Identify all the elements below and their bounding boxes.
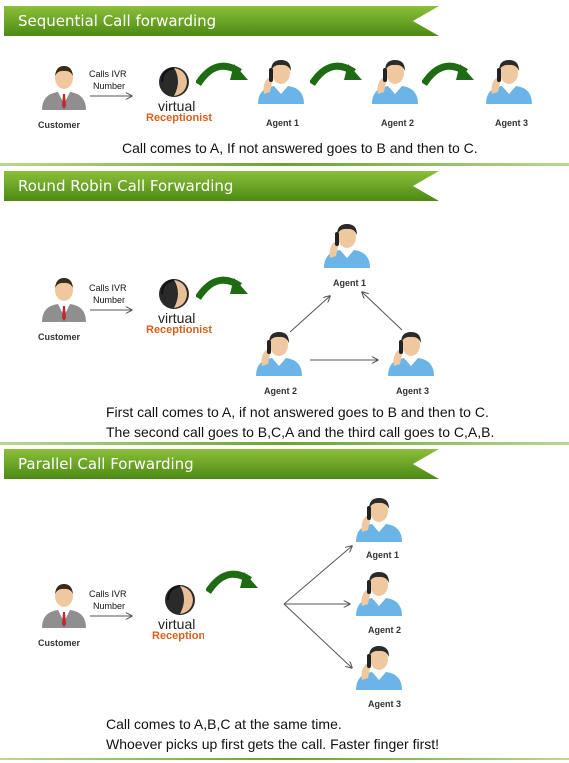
section-caption: Call comes to A, If not answered goes to… — [122, 138, 478, 158]
virtual-label: virtual — [158, 310, 196, 326]
green-arrow-icon — [196, 272, 250, 306]
customer-label: Customer — [38, 120, 81, 130]
agent-icon — [356, 646, 402, 690]
section-caption: First call comes to A, if not answered g… — [106, 402, 494, 442]
caption-line: Call comes to A,B,C at the same time. — [106, 716, 342, 732]
green-arrow-icon — [310, 58, 364, 92]
receptionist-label: Receptionist — [146, 112, 213, 124]
agent-icon — [372, 60, 418, 104]
section-banner-parallel: Parallel Call Forwarding — [4, 449, 439, 479]
agent-icon — [388, 332, 434, 376]
receptionist-icon — [164, 584, 196, 616]
calls-ivr-label: Calls IVR — [89, 589, 127, 599]
agent-3-label: Agent 3 — [368, 699, 402, 709]
green-arrow-icon — [422, 58, 476, 92]
caption-line: Call comes to A, If not answered goes to… — [122, 140, 478, 156]
customer-icon — [42, 278, 86, 322]
section-caption: Call comes to A,B,C at the same time. Wh… — [106, 714, 439, 754]
caption-line: The second call goes to B,C,A and the th… — [106, 424, 495, 440]
green-arrow-icon — [196, 58, 250, 92]
agent-icon — [256, 332, 302, 376]
section-divider — [0, 163, 569, 166]
virtual-label: virtual — [158, 616, 196, 632]
customer-icon — [42, 584, 86, 628]
customer-label: Customer — [38, 332, 81, 342]
receptionist-label: Receptionist — [152, 630, 204, 642]
caption-line: Whoever picks up first gets the call. Fa… — [106, 736, 440, 752]
number-label: Number — [93, 295, 126, 305]
agent-2-label: Agent 2 — [264, 386, 298, 396]
agent-icon — [356, 572, 402, 616]
agent-icon — [486, 60, 532, 104]
calls-ivr-label: Calls IVR — [89, 283, 127, 293]
agent-3-label: Agent 3 — [396, 386, 430, 396]
virtual-label: virtual — [158, 98, 196, 114]
section-title: Sequential Call forwarding — [18, 12, 217, 30]
section-title: Parallel Call Forwarding — [18, 455, 194, 473]
caption-line: First call comes to A, if not answered g… — [106, 404, 489, 420]
section-title: Round Robin Call Forwarding — [18, 177, 234, 195]
agent-1-label: Agent 1 — [366, 550, 400, 560]
customer-icon — [42, 66, 86, 110]
agent-icon — [356, 498, 402, 542]
number-label: Number — [93, 601, 126, 611]
agent-1-label: Agent 1 — [266, 118, 300, 128]
section-divider — [0, 442, 569, 445]
receptionist-label: Receptionist — [146, 324, 213, 336]
agent-1-label: Agent 1 — [333, 278, 367, 288]
agent-2-label: Agent 2 — [381, 118, 415, 128]
number-label: Number — [93, 81, 126, 91]
green-arrow-icon — [206, 566, 260, 600]
receptionist-icon — [158, 278, 190, 310]
receptionist-icon — [158, 66, 190, 98]
agent-icon — [258, 60, 304, 104]
section-divider — [0, 758, 569, 760]
section-banner-round-robin: Round Robin Call Forwarding — [4, 171, 439, 201]
section-banner-sequential: Sequential Call forwarding — [4, 6, 439, 36]
agent-2-label: Agent 2 — [368, 625, 402, 635]
customer-label: Customer — [38, 638, 81, 648]
agent-3-label: Agent 3 — [495, 118, 529, 128]
agent-icon — [324, 224, 370, 268]
calls-ivr-label: Calls IVR — [89, 69, 127, 79]
